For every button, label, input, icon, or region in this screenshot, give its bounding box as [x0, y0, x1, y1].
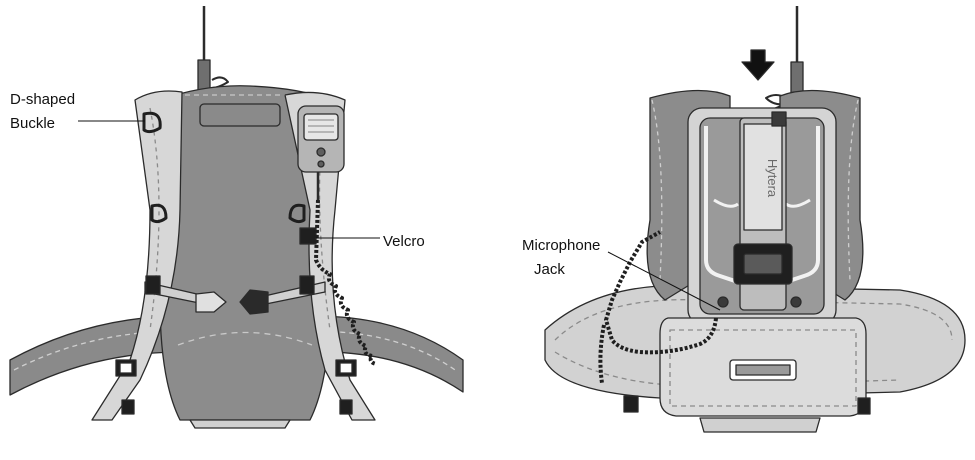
label-buckle: Buckle — [10, 114, 55, 133]
push-down-arrow-icon — [742, 50, 774, 80]
brand-logo: Hytera — [765, 159, 780, 198]
label-microphone: Microphone — [522, 236, 600, 255]
microphone-jack — [718, 297, 728, 307]
rear-view-figure: Hytera — [545, 6, 965, 432]
front-view-figure — [10, 6, 463, 428]
label-velcro: Velcro — [383, 232, 425, 251]
label-d-shaped: D-shaped — [10, 90, 75, 109]
velcro-tab — [300, 228, 316, 244]
label-jack: Jack — [534, 260, 565, 279]
